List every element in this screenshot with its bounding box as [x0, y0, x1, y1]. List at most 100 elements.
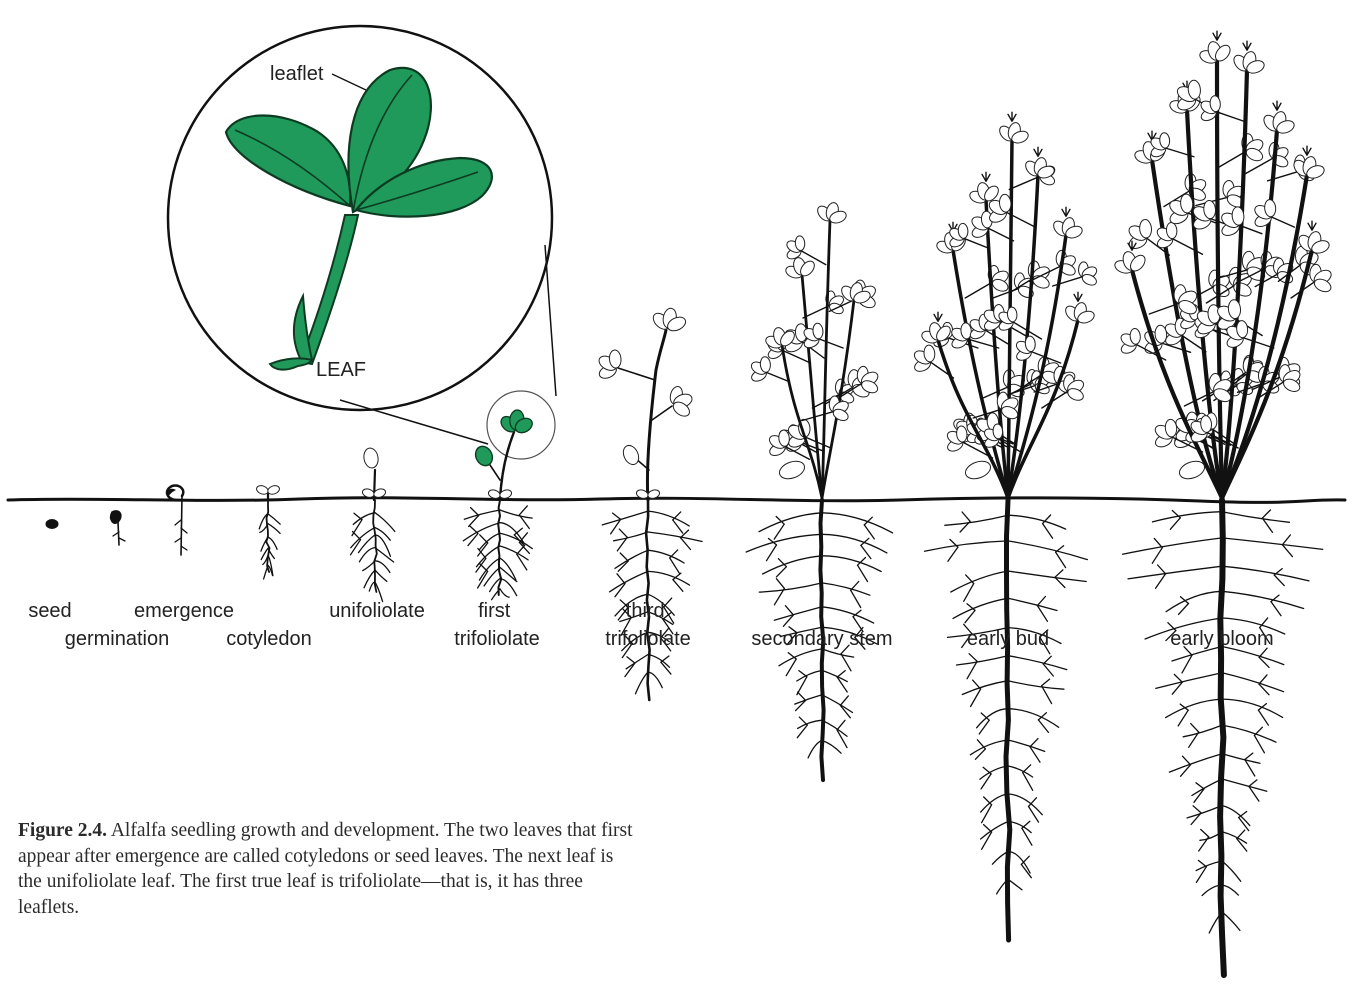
root-hair — [1282, 545, 1292, 557]
root-hair — [1178, 710, 1188, 726]
root-hair — [785, 606, 793, 615]
lateral-root — [1222, 591, 1304, 608]
root-hair — [965, 610, 975, 622]
lateral-root — [1222, 538, 1323, 550]
lateral-root — [1008, 709, 1059, 728]
root-hair — [613, 513, 621, 519]
taproot — [498, 500, 501, 595]
root-hair — [858, 565, 868, 581]
flower-bud — [1008, 112, 1016, 121]
lateral-root — [822, 513, 893, 533]
radicle — [118, 522, 119, 545]
lateral-root — [375, 528, 390, 541]
petiole — [782, 350, 811, 363]
lateral-root — [1008, 740, 1045, 751]
root-hair — [519, 506, 527, 515]
root-hair — [620, 553, 628, 561]
lateral-root — [1169, 754, 1222, 772]
lateral-root — [774, 607, 822, 620]
lateral-root — [962, 681, 1008, 695]
root-hair — [1154, 538, 1162, 547]
label-secondary-stem: secondary stem — [751, 628, 892, 650]
trifoliolate-leaf — [668, 385, 693, 419]
trifoliolate-leaf — [767, 430, 790, 458]
root-hair — [964, 584, 974, 602]
plant-first-trifoliolate — [463, 409, 535, 599]
trifoliolate-leaf — [1191, 200, 1216, 232]
root-hair — [1022, 821, 1030, 828]
root-hair — [851, 590, 861, 607]
flower-bud — [982, 172, 990, 181]
root-hair — [840, 696, 848, 706]
root-hair — [1158, 565, 1166, 574]
root-hair — [1056, 552, 1066, 568]
petiole — [1271, 217, 1294, 227]
root-hair — [1037, 597, 1045, 606]
flower-bud — [1273, 101, 1281, 110]
root-hair — [1179, 604, 1189, 615]
plant-emergence — [167, 486, 187, 555]
root-system — [1123, 500, 1323, 975]
lateral-root — [1128, 566, 1222, 579]
root-hair — [861, 545, 871, 558]
lateral-root — [1222, 885, 1238, 895]
root-hair — [1199, 837, 1209, 851]
root-hair — [1023, 765, 1031, 773]
lateral-root — [822, 649, 854, 657]
lateral-root — [1222, 861, 1241, 881]
root-hair — [1042, 679, 1050, 686]
root-system — [351, 500, 395, 602]
root-hair — [786, 659, 796, 676]
label-germination: germination — [65, 628, 170, 650]
root-hair — [673, 580, 683, 592]
petiole — [1162, 343, 1191, 352]
root-hair — [480, 564, 488, 572]
petiole — [819, 339, 843, 348]
flower-bud — [934, 312, 942, 321]
root-hair — [799, 671, 807, 677]
lateral-root — [626, 655, 648, 669]
petiole — [930, 362, 953, 378]
taproot — [1006, 500, 1010, 940]
lateral-root — [1008, 794, 1042, 815]
flower-bud — [1303, 146, 1311, 155]
root-hair — [517, 554, 527, 570]
lateral-root — [648, 532, 702, 542]
root-hair — [864, 525, 874, 539]
root-hair — [971, 689, 981, 707]
flower-bud — [1308, 221, 1316, 230]
petiole — [1216, 112, 1245, 122]
label-early-bud: early bud — [967, 628, 1049, 650]
trifoliolate-leaf — [650, 307, 688, 333]
lateral-root — [268, 514, 280, 524]
figure-number: Figure 2.4. — [18, 820, 107, 841]
unifoliolate-leaf — [620, 443, 641, 467]
root-hair — [1274, 575, 1284, 586]
lateral-root — [264, 565, 268, 579]
flower-bud — [1074, 292, 1082, 301]
flower-bud — [1034, 147, 1042, 156]
root-hair — [984, 825, 992, 832]
root-hair — [619, 529, 627, 537]
lateral-root — [1008, 879, 1022, 890]
petiole — [802, 412, 833, 421]
lateral-root — [1222, 725, 1276, 742]
seed — [46, 519, 59, 529]
inset-connector-line-right — [545, 245, 556, 396]
root-hair — [661, 656, 669, 662]
root-hair — [470, 526, 478, 533]
lateral-root — [648, 672, 662, 688]
lateral-root — [981, 794, 1008, 812]
root-hair — [1038, 720, 1048, 733]
taproot — [1220, 500, 1224, 975]
lateral-root — [636, 672, 649, 694]
petiole — [965, 282, 993, 298]
root-hair — [471, 508, 479, 516]
root-hair — [1258, 710, 1268, 725]
trifoliolate-leaf — [1268, 142, 1290, 169]
lateral-root — [1008, 598, 1057, 610]
root-system — [463, 500, 532, 600]
trifoliolate-leaf — [1261, 110, 1296, 135]
caption-text: Alfalfa seedling growth and development.… — [18, 820, 632, 918]
lateral-root — [1008, 681, 1064, 690]
